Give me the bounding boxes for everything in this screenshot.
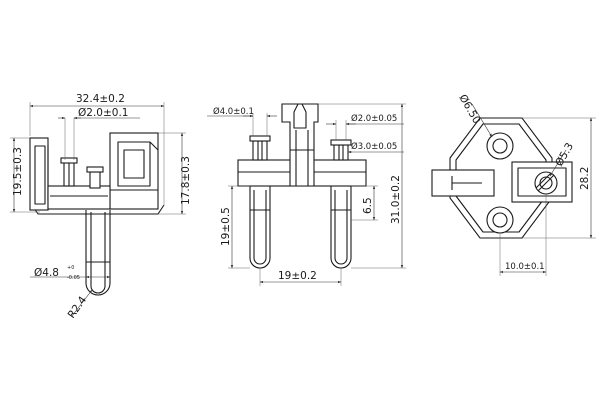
side-height-right-label: 17.8±0.3: [180, 156, 192, 205]
side-pin-dia-label: Ø2.0±0.1: [78, 107, 128, 119]
side-shaft-tol-upper: +0: [67, 265, 74, 271]
top-hole-dia-label: Ø6.50: [456, 93, 482, 126]
top-offset-label: 10.0±0.1: [505, 262, 545, 272]
side-view-pin-right: [86, 166, 104, 189]
front-view-stud-left: [249, 135, 271, 161]
front-view-center-tower: [281, 103, 319, 187]
top-view-hole-bottom: [486, 206, 514, 234]
top-screw-dia-label: Ø5.3: [553, 141, 576, 169]
front-view: Ø4.0±0.1 Ø2.0±0.05 Ø3.0±0.05 19±0.5 6.5 …: [207, 103, 406, 286]
side-view-left-upright: [29, 137, 49, 211]
side-view: 32.4±0.2 Ø2.0±0.1 19.5±0.3 17.8±0.3 Ø4.8…: [10, 93, 192, 321]
side-shaft-dia-label: Ø4.8: [34, 267, 59, 279]
front-stud-dia2-label: Ø2.0±0.05: [351, 113, 397, 124]
front-stud-dia-label: Ø4.0±0.1: [213, 106, 254, 117]
side-width-label: 32.4±0.2: [76, 93, 125, 105]
top-view: Ø6.50 Ø5.3 28.2 10.0±0.1: [431, 93, 596, 276]
side-view-right-upright: [109, 132, 159, 210]
front-offset-label: 6.5: [362, 197, 374, 214]
front-view-stud-right: [330, 139, 352, 161]
side-view-shaft: [85, 210, 111, 296]
top-view-screw: [534, 171, 558, 195]
top-view-hole-top: [486, 132, 514, 160]
front-pin-spacing-label: 19±0.2: [278, 270, 317, 282]
front-pin-length-label: 19±0.5: [220, 207, 232, 246]
top-height-label: 28.2: [579, 167, 591, 190]
front-total-height-label: 31.0±0.2: [390, 175, 402, 224]
side-view-pin-left: [60, 157, 78, 187]
side-shaft-tol-lower: -0.05: [67, 275, 80, 281]
front-view-pin-left: [249, 185, 271, 269]
side-height-left-label: 19.5±0.3: [12, 147, 24, 196]
front-stud-dia3-label: Ø3.0±0.05: [351, 141, 397, 152]
front-view-pin-right: [330, 185, 352, 269]
